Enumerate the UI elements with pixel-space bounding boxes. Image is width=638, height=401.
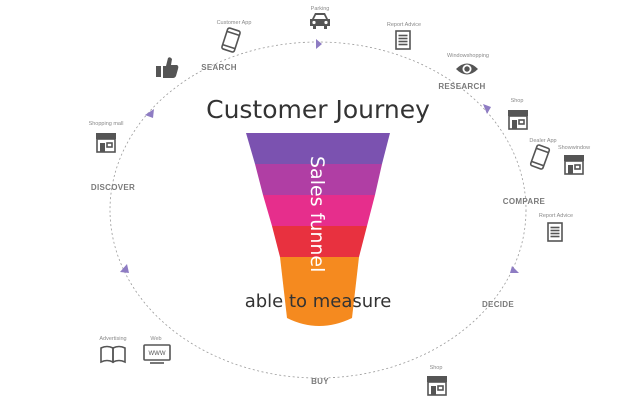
cycle-arrow-upper-right — [483, 104, 491, 114]
thumbs-up-icon — [156, 57, 179, 78]
touchpoint-advertising-label: Advertising — [99, 336, 126, 342]
funnel-band-4 — [272, 226, 367, 257]
cycle-arrow-top — [316, 39, 322, 49]
storefront-icon — [508, 110, 528, 130]
car-icon — [310, 13, 330, 29]
web-screen-text: WWW — [149, 351, 166, 357]
funnel-band-5 — [280, 257, 359, 326]
smartphone-icon — [221, 27, 241, 53]
touchpoint-report-advice-right-label: Report Advice — [539, 213, 573, 219]
stage-buy: BUY — [311, 377, 329, 386]
touchpoint-dealer-app-label: Dealer App — [529, 138, 556, 144]
touchpoint-parking-label: Parking — [311, 6, 330, 12]
storefront-icon — [96, 133, 116, 153]
document-icon — [547, 222, 563, 242]
touchpoint-windowshopping-label: Windowshopping — [447, 53, 489, 59]
touchpoint-showwindow-label: Showwindow — [558, 145, 590, 151]
touchpoint-web-label: Web — [150, 336, 161, 342]
smartphone-icon — [529, 144, 551, 170]
funnel-band-3 — [263, 195, 375, 226]
storefront-icon — [427, 376, 447, 396]
stage-research: RESEARCH — [438, 82, 485, 91]
touchpoint-shop-bottom-label: Shop — [430, 365, 443, 371]
funnel-band-1 — [246, 133, 390, 164]
stage-discover: DISCOVER — [91, 183, 135, 192]
measure-label: able to measure — [245, 291, 392, 312]
touchpoint-report-advice-top-label: Report Advice — [387, 22, 421, 28]
sales-funnel — [246, 133, 390, 326]
stage-compare: COMPARE — [503, 197, 546, 206]
monitor-icon: WWW — [143, 344, 171, 364]
stage-search: SEARCH — [201, 63, 237, 72]
document-icon — [395, 30, 411, 50]
stage-decide: DECIDE — [482, 300, 514, 309]
touchpoint-customer-app-label: Customer App — [217, 20, 252, 26]
funnel-label: Sales funnel — [306, 156, 328, 272]
cycle-arrow-lower-left — [120, 264, 129, 273]
touchpoint-shop-right-label: Shop — [511, 98, 524, 104]
open-book-icon — [100, 345, 126, 364]
storefront-icon — [564, 155, 584, 175]
eye-icon — [456, 63, 478, 75]
cycle-arrow-upper-left — [145, 109, 154, 118]
cycle-arrow-lower-right — [510, 266, 519, 273]
diagram-title: Customer Journey — [206, 95, 430, 124]
funnel-band-2 — [255, 164, 382, 195]
touchpoint-shopping-mall-label: Shopping mall — [89, 121, 124, 127]
